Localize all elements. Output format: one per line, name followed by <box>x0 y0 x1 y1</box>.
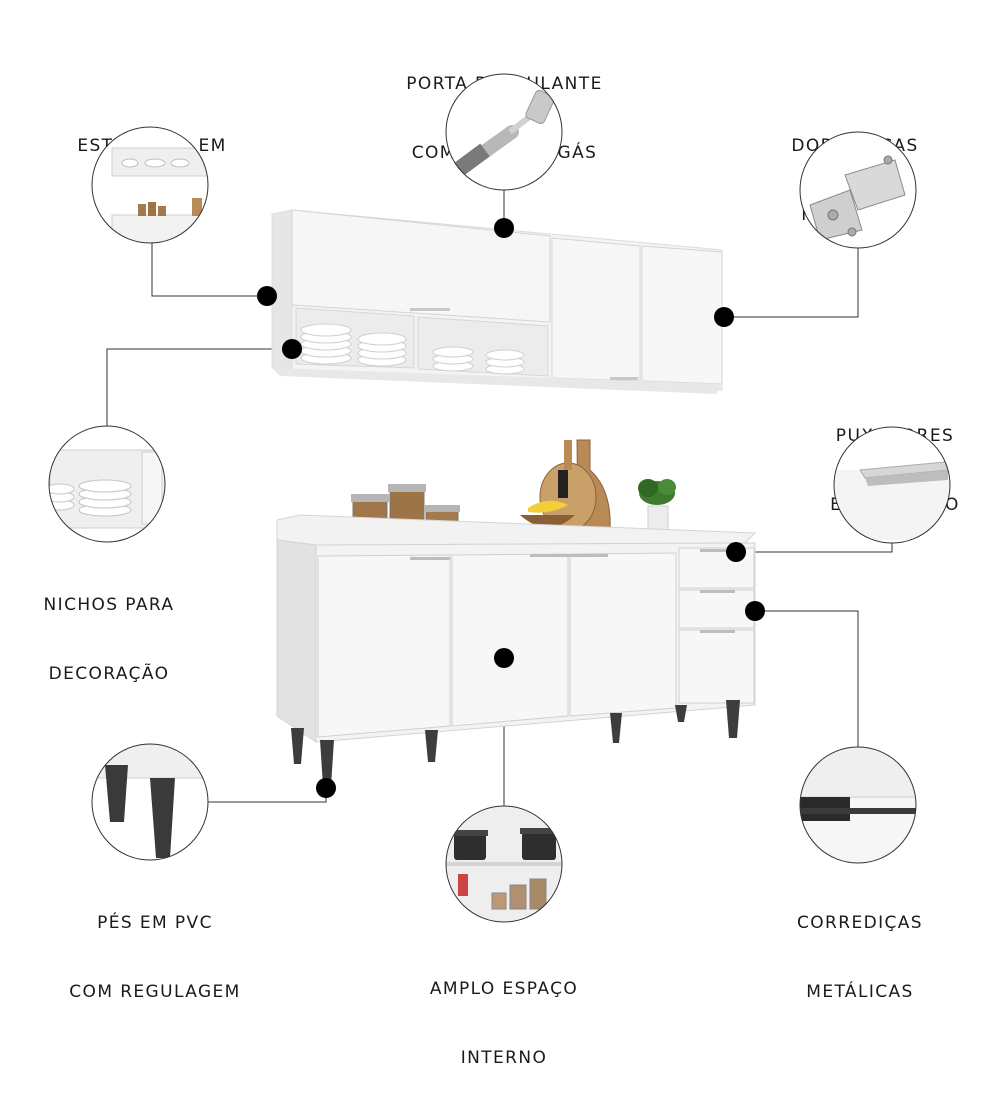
label-line: AMPLO ESPAÇO <box>429 979 579 999</box>
line-pes <box>208 788 327 803</box>
dot-puxadores <box>726 542 746 562</box>
lower-side-panel <box>276 539 317 743</box>
lower-door-2 <box>451 553 569 727</box>
plates-stack <box>300 323 525 375</box>
drawer-2 <box>678 589 755 629</box>
callout-dots <box>257 218 765 798</box>
kitchen-illustration <box>48 73 951 923</box>
label-line: INTERNO <box>460 1048 548 1068</box>
line-puxadores <box>736 543 893 553</box>
detail-interior <box>445 805 563 923</box>
cutting-boards <box>539 439 611 532</box>
detail-structure <box>91 126 209 244</box>
line-corredicas <box>755 610 859 747</box>
label-line: CORREDIÇAS <box>796 913 923 933</box>
dot-porta <box>494 218 514 238</box>
potted-plant <box>638 479 676 533</box>
label-pes: PÉS EM PVC COM REGULAGEM <box>55 866 255 1027</box>
fruit-bowl <box>520 500 575 528</box>
upper-basculante-door <box>291 209 551 323</box>
dot-estrutura <box>257 286 277 306</box>
lower-door-1 <box>317 554 451 738</box>
upper-cabinet <box>271 209 723 394</box>
label-line: DECORAÇÃO <box>48 664 170 684</box>
detail-slides <box>799 746 917 864</box>
label-line: COM REGULAGEM <box>69 982 241 1002</box>
label-line: PÉS EM PVC <box>97 913 213 933</box>
label-line: NICHOS PARA <box>43 595 175 615</box>
upper-bottom-shelf <box>272 368 722 394</box>
line-dobradicas <box>724 248 859 318</box>
detail-handle <box>833 426 951 544</box>
lower-door-3 <box>569 552 677 717</box>
aluminium-handles <box>410 549 735 633</box>
detail-hinge <box>799 131 917 249</box>
upper-door-right <box>641 245 723 385</box>
dot-dobradicas <box>714 307 734 327</box>
detail-feet <box>91 743 209 861</box>
line-estrutura <box>151 243 267 297</box>
upper-door-middle <box>551 237 641 382</box>
label-corredicas: CORREDIÇAS METÁLICAS <box>775 866 945 1027</box>
label-line: METÁLICAS <box>806 982 914 1002</box>
countertop <box>276 514 757 546</box>
door-handle <box>410 308 450 311</box>
label-nichos: NICHOS PARA DECORAÇÃO <box>24 548 194 709</box>
lower-cabinet <box>276 514 757 786</box>
door-handle <box>610 377 638 380</box>
detail-niches <box>48 425 166 543</box>
cabinet-legs <box>291 700 740 786</box>
drawer-3 <box>678 629 755 704</box>
line-nichos <box>106 348 292 426</box>
dot-amplo <box>494 648 514 668</box>
dot-corredicas <box>745 601 765 621</box>
dot-nichos <box>282 339 302 359</box>
detail-gas-piston <box>445 73 563 191</box>
dot-pes <box>316 778 336 798</box>
